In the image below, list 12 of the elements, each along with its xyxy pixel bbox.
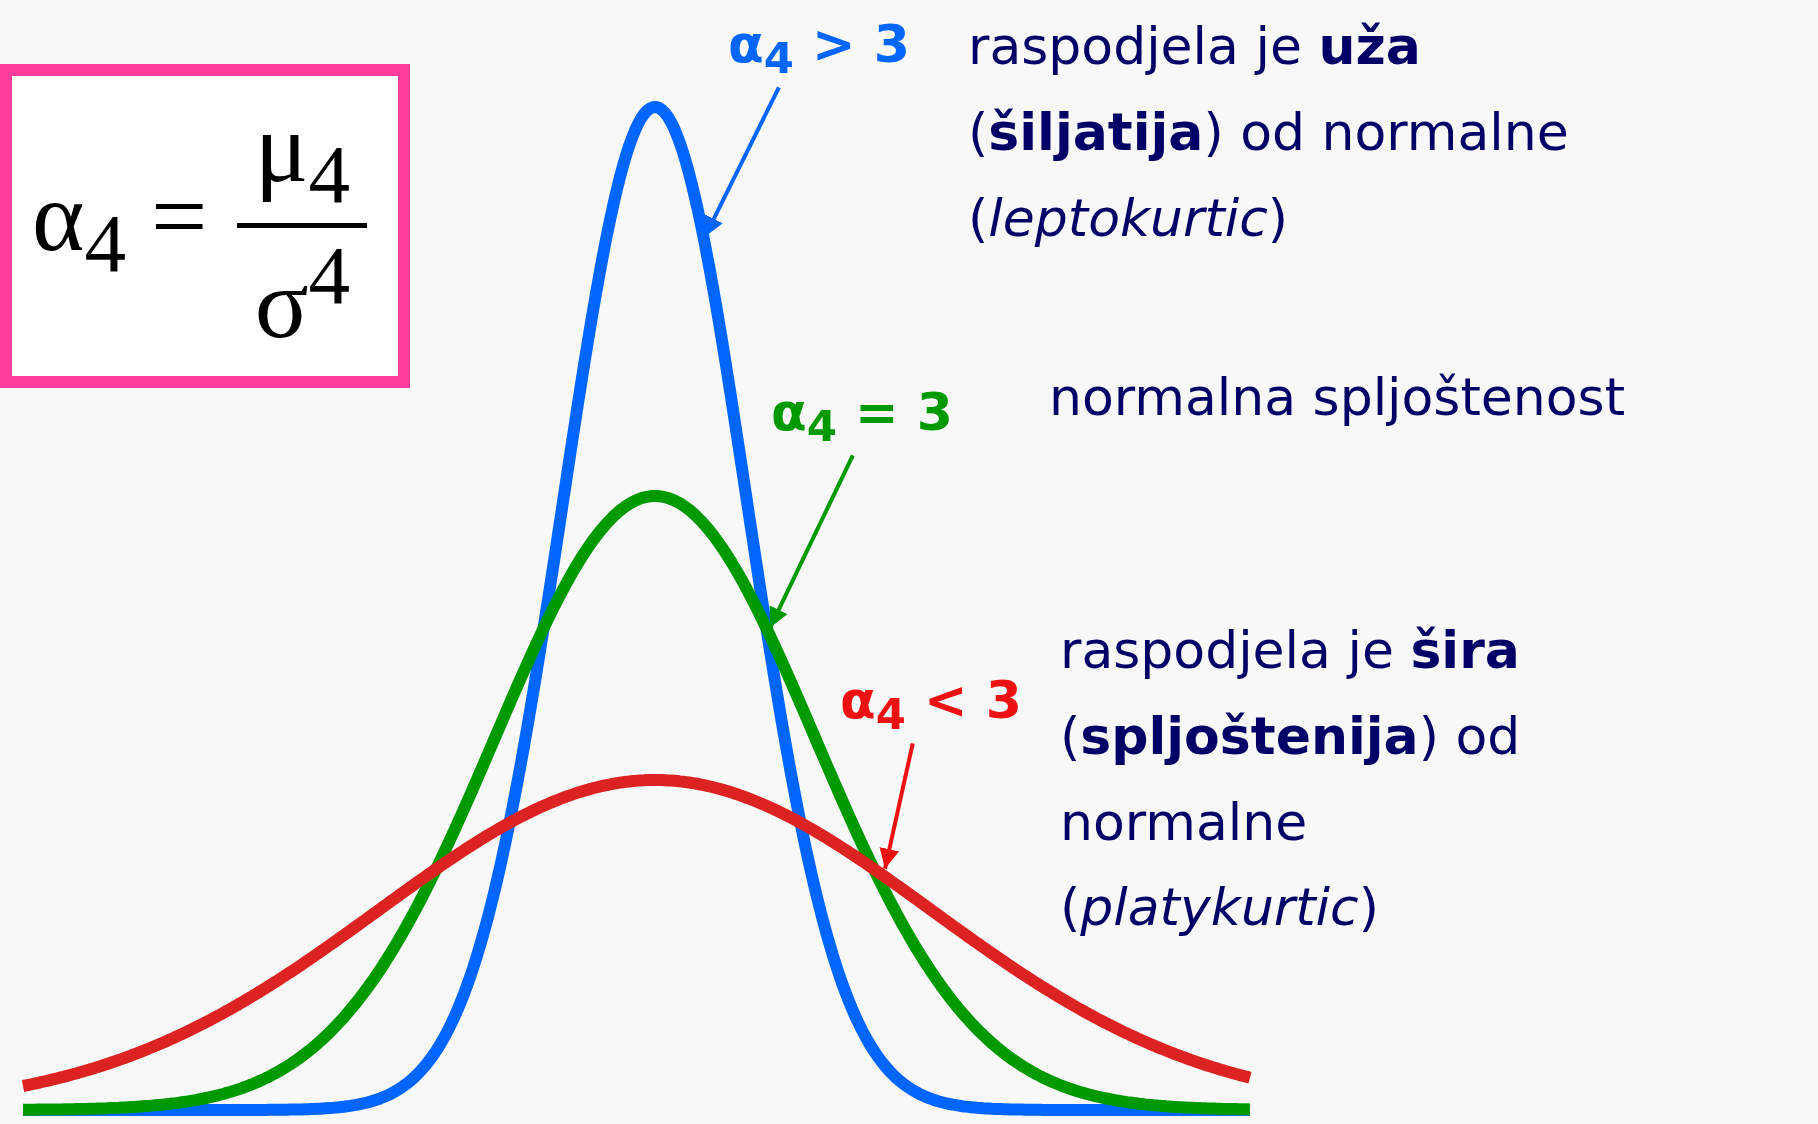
numerator-text: μ$_{4}$ — [254, 98, 351, 217]
kurtosis-condition-label: α$_{4}$ < 3 — [840, 670, 1022, 740]
description-text: normalna spljoštenost — [1049, 366, 1627, 429]
formula-text: α$_{4}$ = — [32, 166, 208, 286]
leader-arrow — [768, 454, 855, 629]
description-text: raspodjela je uža (šiljatija) od normalne (leptokurtic) — [968, 15, 1570, 250]
description-text: raspodjela je šira (spljoštenija) od normalne (platykurtic) — [1060, 619, 1522, 940]
kurtosis-condition-label: α$_{4}$ = 3 — [771, 382, 953, 452]
kurtosis-condition-label: α$_{4}$ > 3 — [728, 14, 910, 84]
leader-arrow — [879, 742, 915, 870]
denominator-text: σ$^{4}$ — [254, 233, 351, 354]
formula-box — [0, 64, 410, 388]
